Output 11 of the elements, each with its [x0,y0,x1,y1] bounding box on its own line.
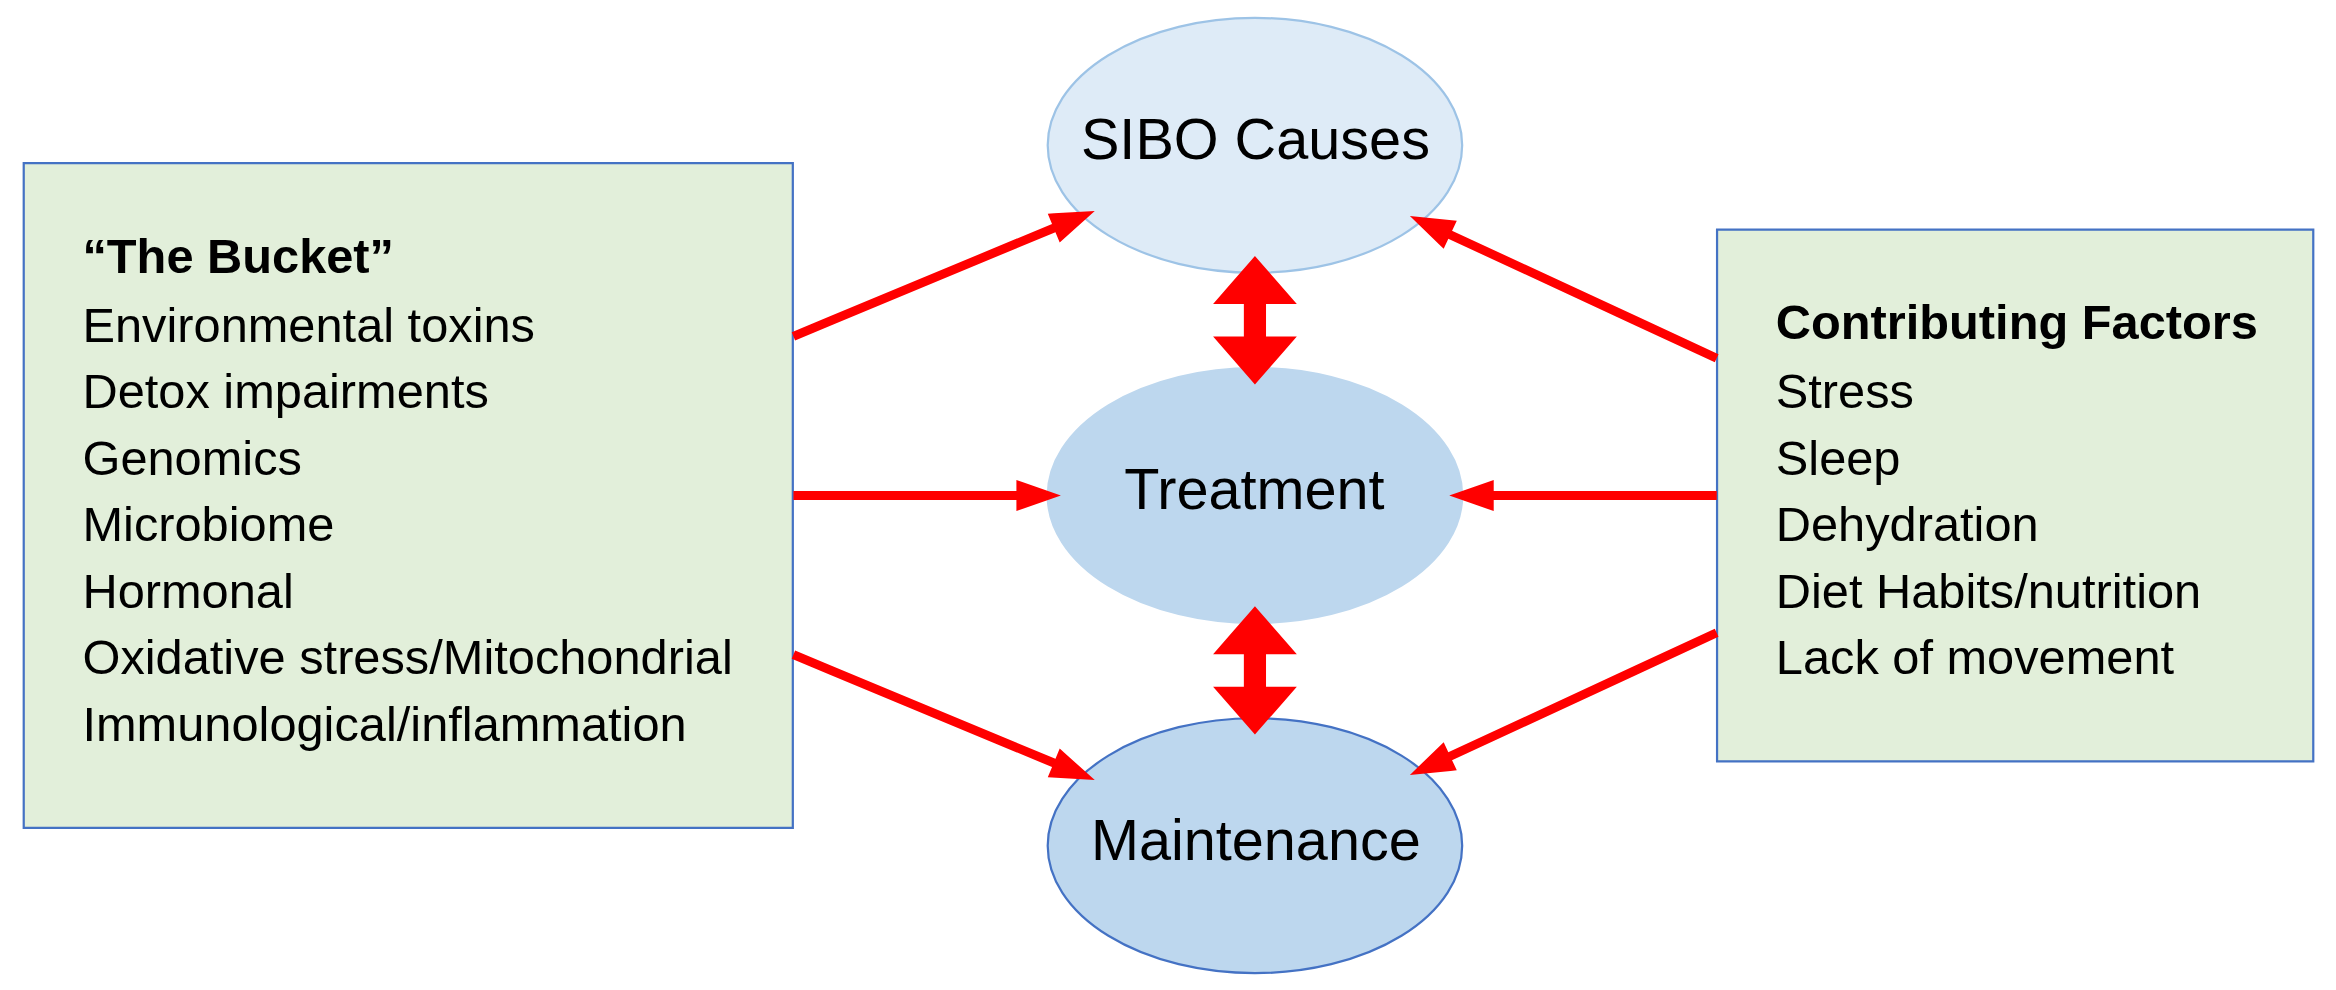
arrow [1409,215,1718,362]
arrow [1409,628,1718,775]
arrow [1212,605,1297,735]
arrow [792,479,1061,511]
arrow [1448,479,1717,511]
arrow [791,650,1095,780]
node-box: “The Bucket” Environmental toxins Detox impairments Genomics Microbiome Hormonal Oxidative stress/Mitochondrial Immunological/inflammation [22,161,794,829]
arrow [791,210,1095,340]
node-box: Contributing Factors Stress Sleep Dehydration Diet Habits/nutrition Lack of movement [1715,227,2314,763]
node-ellipse: Treatment [1046,366,1463,624]
arrow [1212,255,1297,384]
